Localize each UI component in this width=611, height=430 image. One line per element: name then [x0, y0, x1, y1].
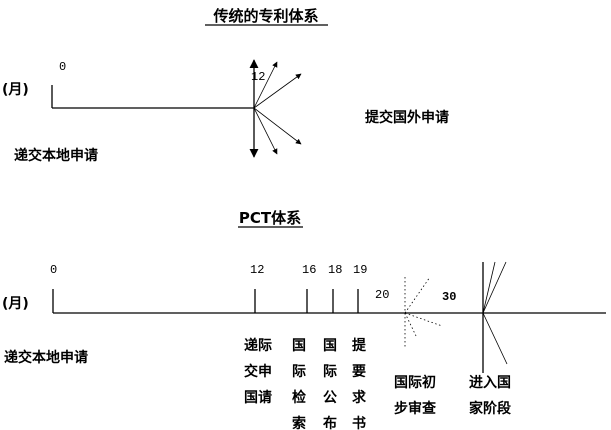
arrow-icon [253, 61, 278, 109]
pct-tick-16: 16 [302, 263, 316, 277]
traditional-file-local: 递交本地申请 [14, 147, 98, 164]
svg-text:书: 书 [352, 415, 366, 430]
svg-text:检: 检 [292, 389, 306, 406]
foreign-filing-arrows [249, 59, 302, 158]
svg-text:际: 际 [292, 364, 306, 380]
label-international-search: 国 际 检 索 [292, 338, 306, 430]
prelim-exam-dotted-lines [404, 276, 443, 347]
svg-text:国: 国 [292, 338, 306, 354]
pct-unit-label: (月) [2, 296, 29, 312]
label-international-publication: 国 际 公 布 [323, 338, 337, 430]
arrow-icon [253, 73, 302, 109]
national-phase-lines [482, 261, 508, 373]
traditional-title: 传统的专利体系 [212, 7, 318, 25]
traditional-unit-label: (月) [2, 82, 29, 98]
svg-text:布: 布 [323, 415, 337, 430]
arrow-icon [253, 107, 278, 155]
svg-text:交申: 交申 [244, 363, 272, 380]
pct-tick-20: 20 [375, 288, 389, 302]
svg-text:递际: 递际 [244, 337, 272, 354]
pct-tick-18: 18 [328, 263, 342, 277]
pct-tick-19: 19 [353, 263, 367, 277]
label-preliminary-exam: 国际初 步审查 [394, 374, 437, 417]
pct-tick-12: 12 [250, 263, 264, 277]
pct-tick-30: 30 [442, 290, 456, 304]
svg-text:公: 公 [323, 390, 337, 406]
traditional-file-foreign: 提交国外申请 [365, 109, 449, 126]
svg-text:家阶段: 家阶段 [469, 400, 511, 417]
svg-text:求: 求 [352, 389, 367, 406]
arrow-icon [253, 107, 302, 145]
svg-text:进入国: 进入国 [469, 375, 511, 391]
traditional-tick-12: 12 [251, 70, 265, 84]
pct-file-local: 递交本地申请 [4, 349, 88, 366]
svg-text:索: 索 [292, 415, 306, 430]
svg-text:步审查: 步审查 [394, 400, 437, 417]
label-national-phase: 进入国 家阶段 [469, 375, 511, 417]
svg-text:国: 国 [323, 338, 337, 354]
pct-title: PCT体系 [239, 209, 301, 227]
svg-text:国际初: 国际初 [394, 374, 436, 391]
label-demand-filing: 提 要 求 书 [352, 338, 367, 430]
label-international-filing: 递际 交申 国请 [244, 337, 272, 406]
svg-text:国请: 国请 [244, 389, 272, 406]
pct-tick-0: 0 [50, 263, 57, 277]
svg-text:际: 际 [323, 364, 337, 380]
svg-text:提: 提 [352, 338, 367, 354]
traditional-tick-0: 0 [59, 60, 66, 74]
svg-text:要: 要 [352, 364, 366, 380]
